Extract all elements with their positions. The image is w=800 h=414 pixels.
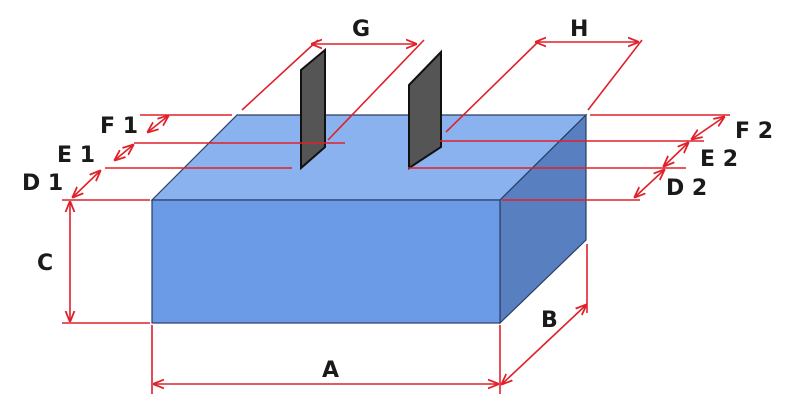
dimension-c bbox=[62, 199, 150, 324]
label-e2: E 2 bbox=[700, 147, 738, 172]
dimension-b bbox=[502, 244, 587, 384]
block bbox=[150, 113, 588, 325]
electrode-right bbox=[408, 49, 442, 170]
label-c: C bbox=[37, 251, 53, 276]
label-e1: E 1 bbox=[57, 143, 95, 168]
label-g: G bbox=[352, 17, 370, 42]
label-f2: F 2 bbox=[735, 119, 773, 144]
dimension-h bbox=[445, 40, 643, 133]
block-front-face bbox=[151, 199, 501, 324]
label-d1: D 1 bbox=[22, 171, 63, 196]
label-b: B bbox=[541, 308, 558, 333]
dimension-g bbox=[241, 40, 425, 141]
dimension-right-offsets bbox=[408, 114, 730, 201]
dimension-left-offsets bbox=[73, 115, 345, 197]
electrode-left bbox=[300, 47, 326, 171]
label-a: A bbox=[322, 358, 339, 383]
label-f1: F 1 bbox=[100, 114, 138, 139]
label-d2: D 2 bbox=[666, 176, 707, 201]
label-h: H bbox=[570, 17, 588, 42]
